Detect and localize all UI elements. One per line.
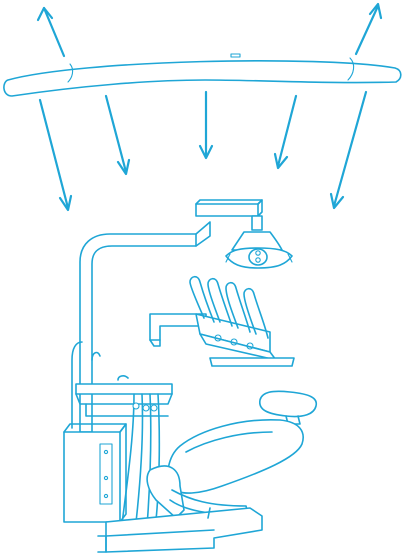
ray-down-5 xyxy=(329,90,368,210)
light-rays xyxy=(36,2,383,212)
panel-logo-mark xyxy=(230,53,241,58)
ray-up-right xyxy=(354,2,383,56)
chair-seat xyxy=(146,465,185,519)
operating-lamp xyxy=(225,231,293,269)
base-cabinet xyxy=(63,423,127,523)
ray-down-3 xyxy=(198,90,214,160)
lamp-handle xyxy=(248,248,268,266)
lamp-arm xyxy=(79,199,263,433)
ray-down-4 xyxy=(273,94,298,170)
chair-headrest xyxy=(259,390,318,418)
ray-down-2 xyxy=(104,94,131,176)
ray-up-left xyxy=(36,6,66,58)
chair-base xyxy=(105,507,263,553)
dental-chair xyxy=(97,390,318,553)
tray-table xyxy=(209,357,295,367)
chair-backrest xyxy=(167,418,304,494)
assistant-arm xyxy=(75,383,173,395)
cuspidor-unit xyxy=(71,341,173,429)
doctor-instrument-unit xyxy=(149,275,295,367)
ceiling-light-panel xyxy=(3,53,402,97)
ray-down-1 xyxy=(38,98,73,212)
